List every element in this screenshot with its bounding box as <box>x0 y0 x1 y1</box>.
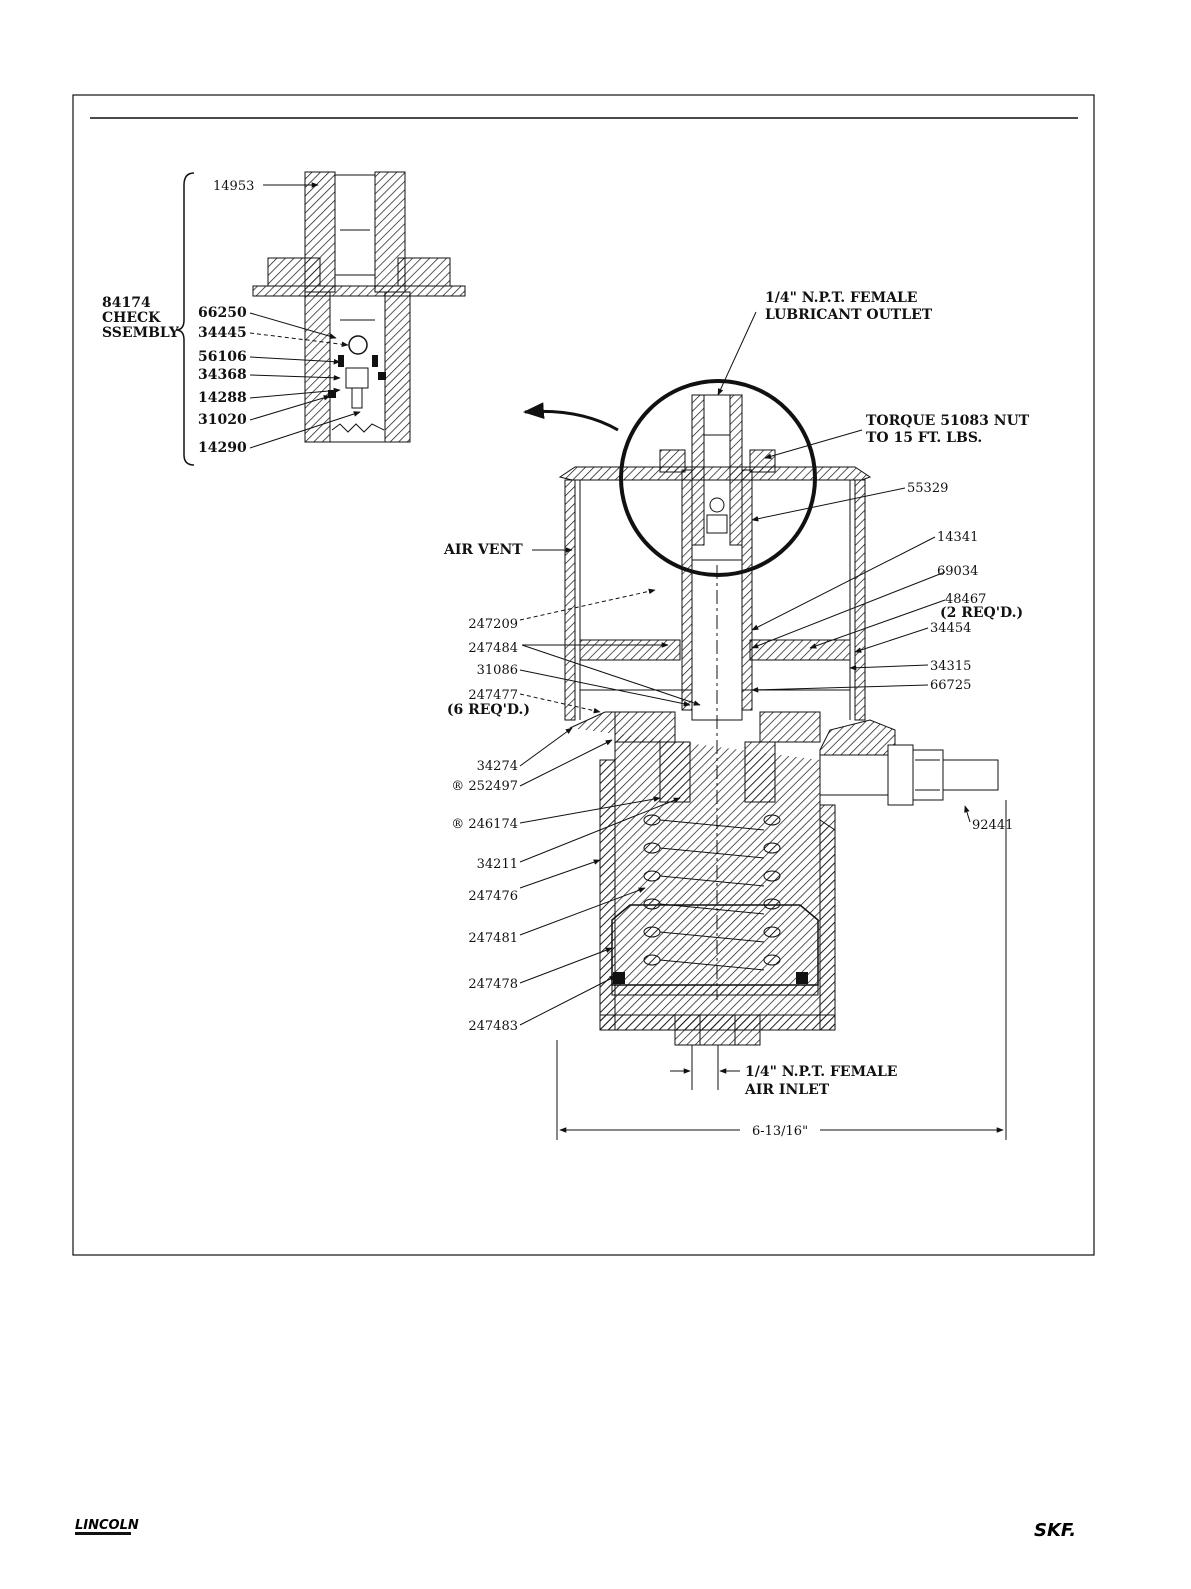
part-label: 66725 <box>930 678 971 693</box>
part-label: 34211 <box>477 857 518 872</box>
part-label: ® 246174 <box>451 817 518 832</box>
part-qty: (6 REQ'D.) <box>447 702 530 718</box>
spring-coils <box>643 814 781 966</box>
part-label: 31086 <box>477 663 518 678</box>
lincoln-logo: LINCOLN <box>75 1518 139 1533</box>
figure-frame <box>72 94 1095 1256</box>
part-label: 48467 <box>945 592 986 607</box>
leader-lines <box>249 182 1007 1140</box>
footer: LINCOLN SKF. <box>75 1518 1076 1541</box>
part-label: 56106 <box>198 349 247 365</box>
outlet-label-line1: 1/4" N.P.T. FEMALE <box>765 290 917 306</box>
callout-labels: 1/4" N.P.T. FEMALE LUBRICANT OUTLET TORQ… <box>443 290 1030 1139</box>
part-label: 14290 <box>198 440 247 456</box>
skf-logo: SKF. <box>1034 1520 1076 1541</box>
part-label: 14953 <box>213 179 254 194</box>
part-label: 247478 <box>468 977 518 992</box>
part-label: 31020 <box>198 412 247 428</box>
part-label: 55329 <box>907 481 948 496</box>
air-vent-label: AIR VENT <box>443 542 523 558</box>
assembly-title-line2: SSEMBLY <box>102 325 180 341</box>
right-part-labels: 55329 14341 69034 48467 (2 REQ'D.) 34454… <box>907 481 1023 833</box>
check-assembly-inset <box>175 171 466 466</box>
part-label: 247484 <box>468 641 518 656</box>
part-label: 247476 <box>468 889 518 904</box>
part-label: ® 252497 <box>451 779 518 794</box>
left-part-labels: 247209 247484 31086 247477 (6 REQ'D.) 34… <box>447 617 530 1034</box>
part-label: 66250 <box>198 305 247 321</box>
overall-width-dimension: 6-13/16" <box>752 1124 808 1139</box>
torque-label-line2: TO 15 FT. LBS. <box>866 430 982 446</box>
part-label: 34368 <box>198 367 247 383</box>
part-qty: (2 REQ'D.) <box>940 605 1023 621</box>
part-label: 34315 <box>930 659 971 674</box>
assembly-number: 84174 <box>102 295 151 311</box>
part-label: 34454 <box>930 621 971 636</box>
pump-assembly <box>522 379 999 1046</box>
inlet-label-line2: AIR INLET <box>744 1082 830 1098</box>
part-label: 69034 <box>937 564 978 579</box>
part-label: 34274 <box>477 759 518 774</box>
assembly-title-line1: CHECK <box>102 310 161 326</box>
detail-circle <box>619 379 817 577</box>
part-label: 34445 <box>198 325 247 341</box>
outlet-label-line2: LUBRICANT OUTLET <box>765 307 933 323</box>
part-label: 247481 <box>468 931 518 946</box>
part-label: 14288 <box>198 390 247 406</box>
inset-labels: 14953 84174 CHECK SSEMBLY 66250 34445 56… <box>102 179 254 456</box>
lincoln-logo-underline <box>75 1532 131 1535</box>
assembly-brace <box>175 172 195 466</box>
part-label: 247477 <box>468 688 518 703</box>
part-label: 247483 <box>468 1019 518 1034</box>
part-label: 92441 <box>972 818 1013 833</box>
part-label: 14341 <box>937 530 978 545</box>
inlet-label-line1: 1/4" N.P.T. FEMALE <box>745 1064 897 1080</box>
torque-label-line1: TORQUE 51083 NUT <box>866 413 1030 429</box>
part-label: 247209 <box>468 617 518 632</box>
